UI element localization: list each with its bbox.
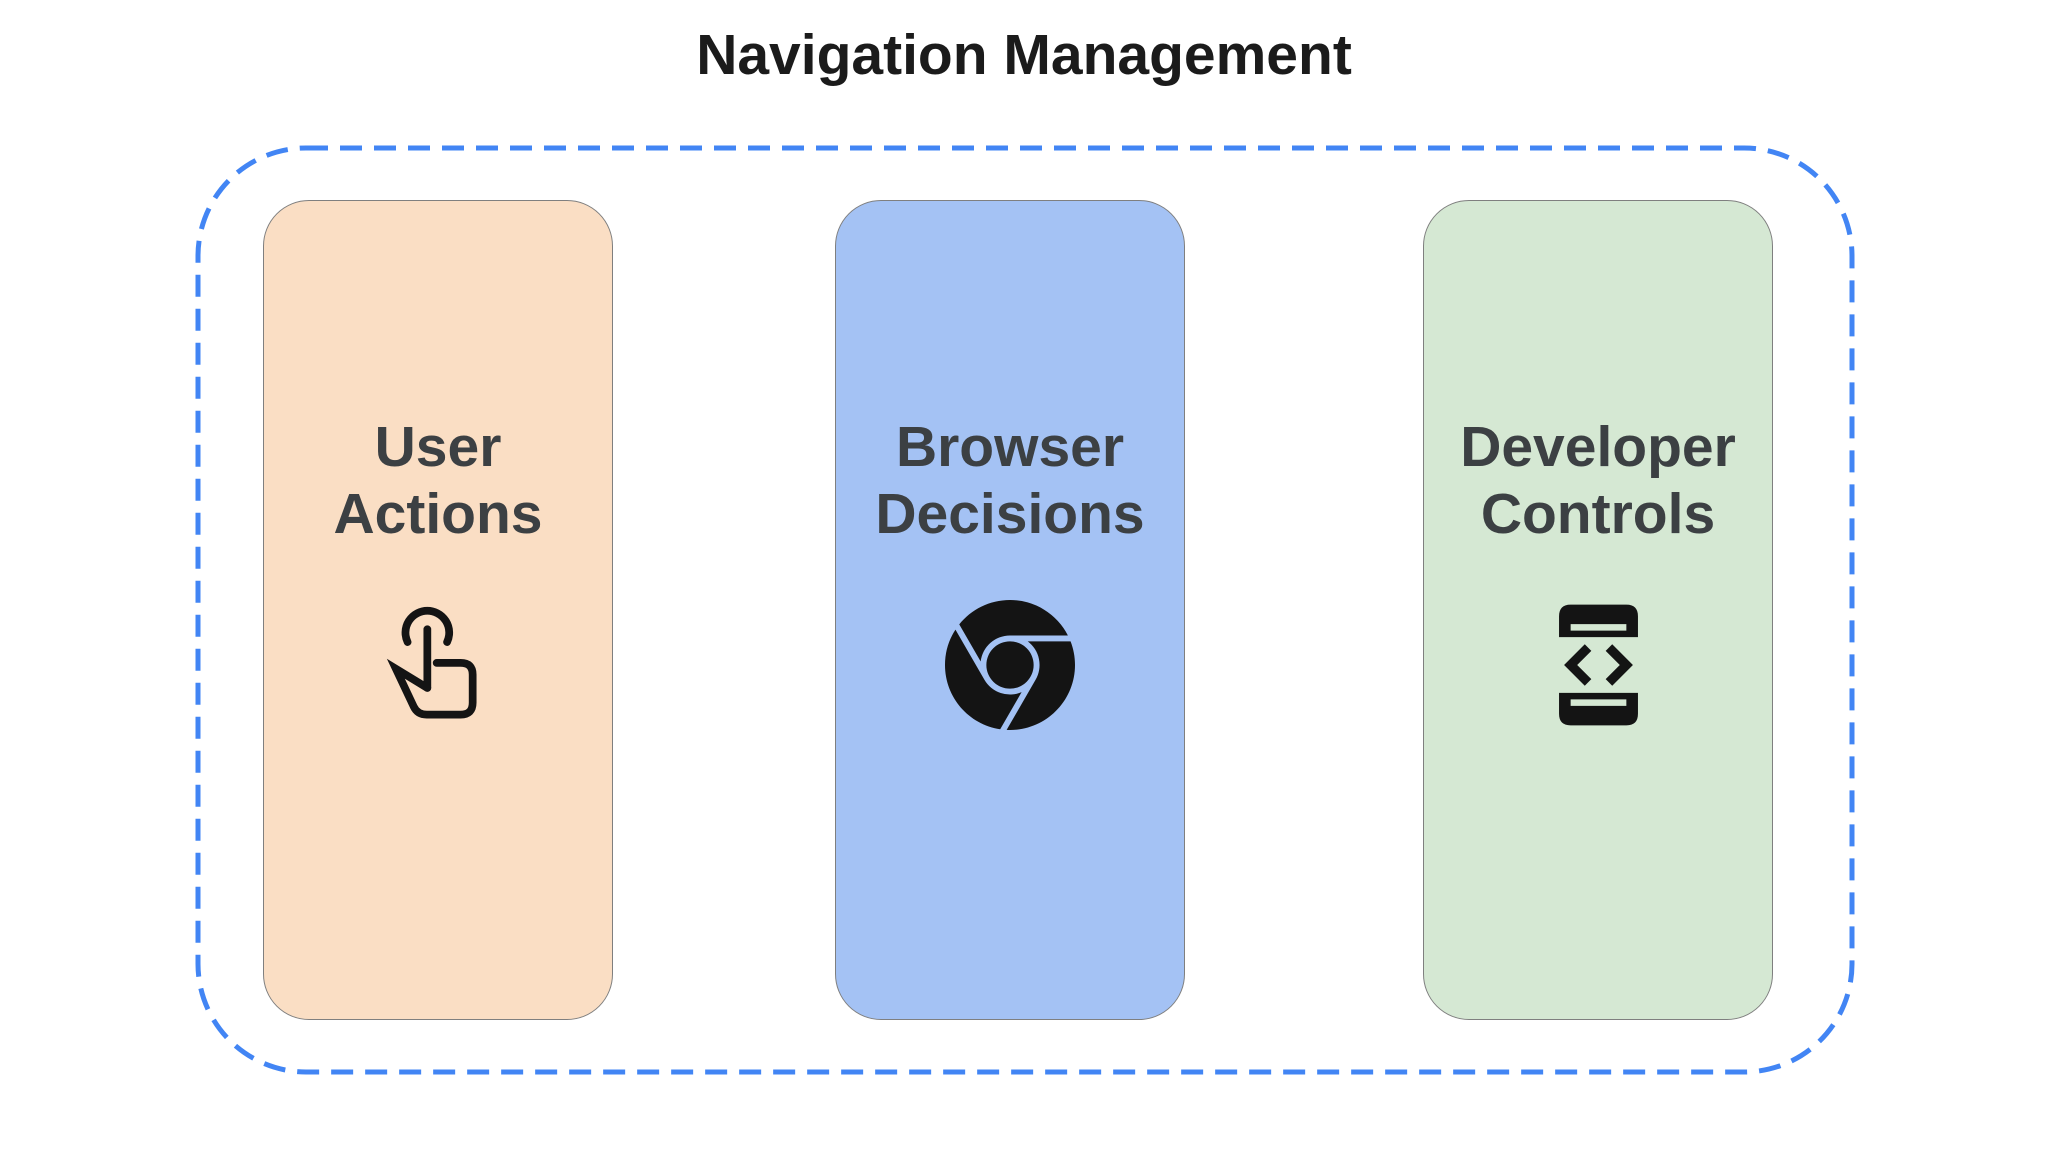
card-user-actions-label: User Actions [333, 414, 542, 548]
card-label-line: Browser [895, 415, 1125, 479]
developer-mode-icon [1552, 596, 1645, 734]
page-title: Navigation Management [696, 23, 1352, 87]
card-label-line: User [374, 415, 502, 479]
navigation-management-frame: User Actions Browser Decisions [195, 145, 1855, 1075]
card-label-line: Controls [1480, 482, 1716, 546]
touch-gesture-icon [382, 596, 494, 734]
card-browser-decisions: Browser Decisions [835, 200, 1185, 1020]
card-developer-controls: Developer Controls [1423, 200, 1773, 1020]
card-developer-controls-label: Developer Controls [1460, 414, 1736, 548]
card-label-line: Actions [333, 482, 543, 546]
card-label-line: Developer [1460, 415, 1736, 479]
chrome-logo-icon [945, 596, 1075, 734]
card-label-line: Decisions [875, 482, 1145, 546]
card-browser-decisions-label: Browser Decisions [875, 414, 1144, 548]
card-user-actions: User Actions [263, 200, 613, 1020]
dashed-border [195, 145, 1855, 1075]
